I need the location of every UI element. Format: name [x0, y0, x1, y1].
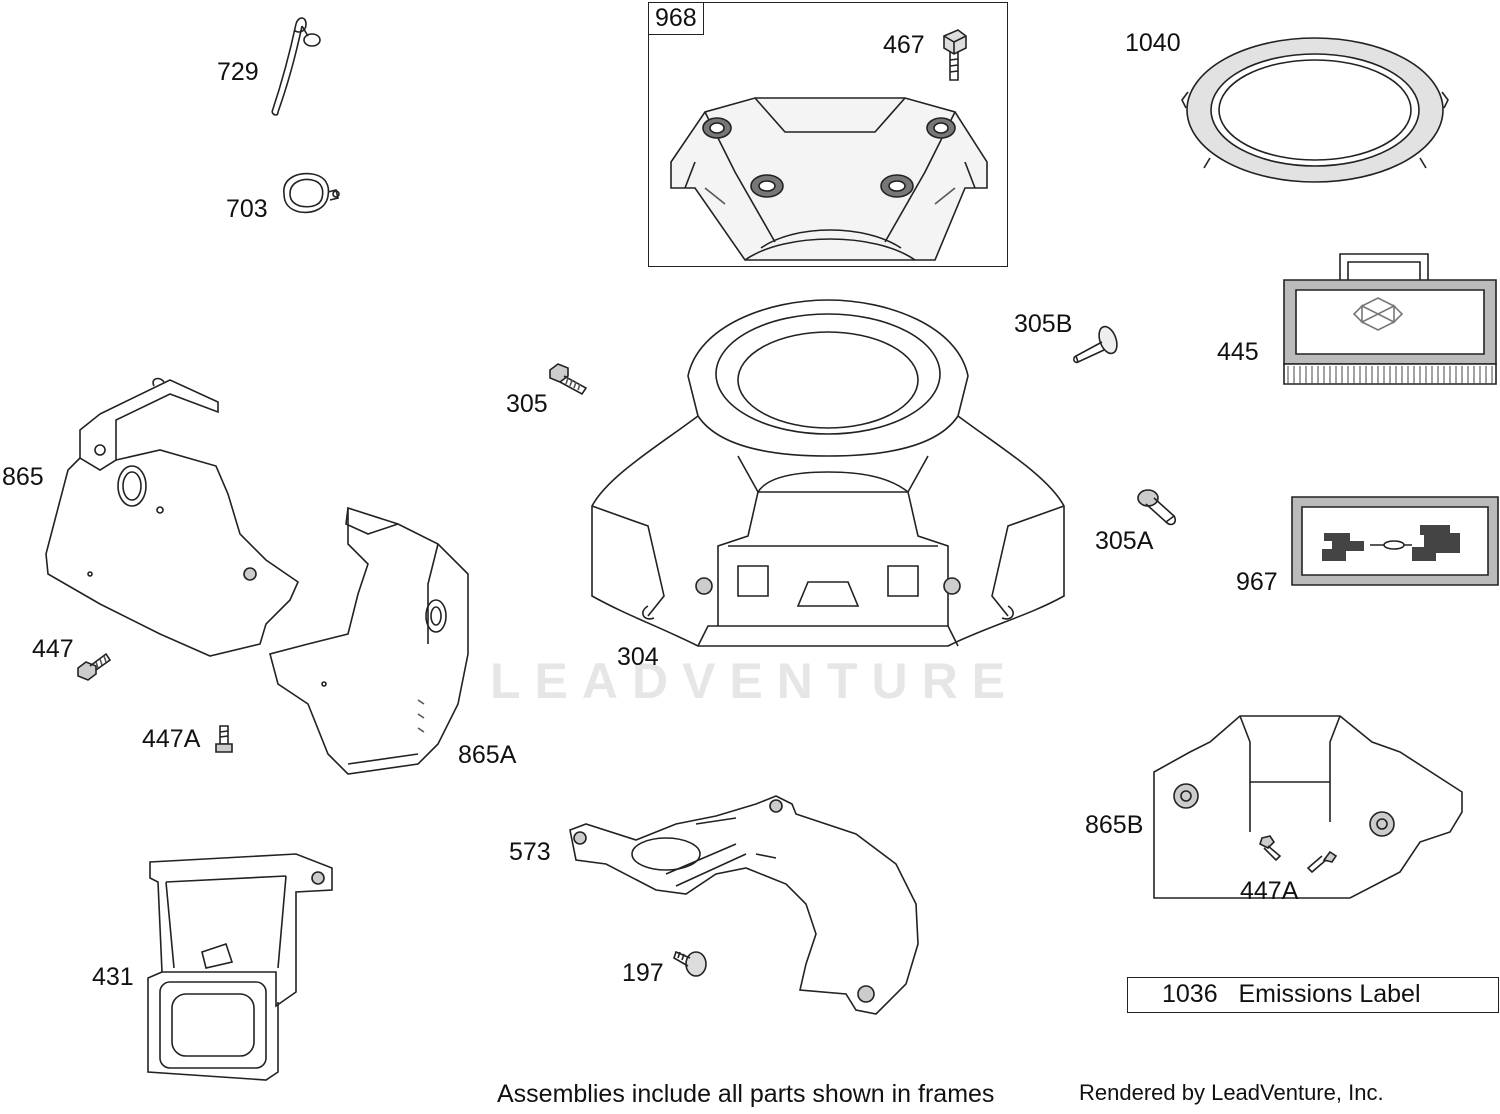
- label-447A-left: 447A: [142, 725, 201, 753]
- label-865B: 865B: [1085, 811, 1144, 839]
- label-1040: 1040: [1125, 29, 1181, 57]
- label-445: 445: [1217, 338, 1259, 366]
- label-447: 447: [32, 635, 74, 663]
- label-197: 197: [622, 959, 664, 987]
- footer-note: Assemblies include all parts shown in fr…: [497, 1080, 995, 1108]
- frame-label-968: 968: [648, 2, 704, 35]
- assembly-frame-968: [648, 2, 1008, 267]
- part-865B-shield-drawing[interactable]: [1150, 712, 1464, 902]
- part-197-screw-drawing[interactable]: [672, 946, 710, 982]
- label-573: 573: [509, 838, 551, 866]
- label-865: 865: [2, 463, 44, 491]
- emissions-text: Emissions Label: [1238, 980, 1421, 1008]
- part-703-clamp-drawing[interactable]: [278, 170, 344, 218]
- label-447A-right: 447A: [1240, 877, 1299, 905]
- part-968-cover-drawing[interactable]: [665, 92, 995, 264]
- part-865A-shield-drawing[interactable]: [268, 504, 478, 778]
- watermark-text: LEADVENTURE: [490, 653, 1020, 709]
- part-1040-ring-drawing[interactable]: [1180, 30, 1450, 190]
- label-304: 304: [617, 643, 659, 671]
- emissions-number: 1036: [1162, 980, 1218, 1008]
- emissions-label-box: 1036 Emissions Label: [1127, 977, 1499, 1013]
- part-305B-pin-drawing[interactable]: [1070, 322, 1122, 368]
- part-573-baffle-drawing[interactable]: [566, 794, 926, 1020]
- part-305A-pin-drawing[interactable]: [1132, 484, 1182, 530]
- part-447A-right-screw-drawing[interactable]: [1258, 834, 1338, 882]
- label-703: 703: [226, 195, 268, 223]
- part-729-clip-drawing[interactable]: [262, 12, 322, 116]
- part-967-filter-drawing[interactable]: [1290, 495, 1500, 589]
- label-305A: 305A: [1095, 527, 1154, 555]
- part-445-filter-drawing[interactable]: [1282, 246, 1498, 390]
- part-447-screw-drawing[interactable]: [74, 648, 114, 684]
- part-431-air-guide-drawing[interactable]: [146, 852, 338, 1082]
- footer-credit: Rendered by LeadVenture, Inc.: [1079, 1080, 1384, 1105]
- part-305-screw-drawing[interactable]: [546, 362, 592, 396]
- label-865A: 865A: [458, 741, 517, 769]
- part-447A-left-screw-drawing[interactable]: [214, 722, 234, 754]
- label-729: 729: [217, 58, 259, 86]
- part-865-shield-drawing[interactable]: [40, 374, 302, 664]
- part-467-knob-drawing[interactable]: [936, 28, 972, 86]
- label-467: 467: [883, 31, 925, 59]
- label-305: 305: [506, 390, 548, 418]
- part-304-blower-housing-drawing[interactable]: [588, 296, 1072, 666]
- label-431: 431: [92, 963, 134, 991]
- label-967: 967: [1236, 568, 1278, 596]
- label-305B: 305B: [1014, 310, 1073, 338]
